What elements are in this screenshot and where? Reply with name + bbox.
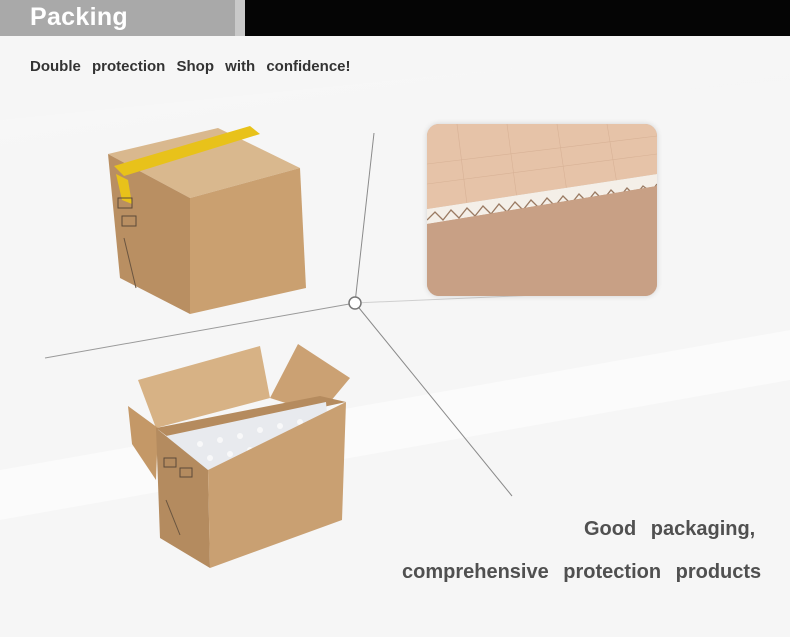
box-print-text <box>123 237 137 289</box>
bubble-wrap <box>166 402 330 478</box>
cardboard-flute <box>427 174 657 224</box>
box-flap <box>270 344 350 414</box>
subtitle: Double protection Shop with confidence! <box>30 58 351 75</box>
divider-line <box>354 302 513 497</box>
box-print-icon <box>121 215 137 227</box>
light-streak <box>0 40 790 160</box>
box-print-icon <box>163 457 177 468</box>
box-front <box>208 402 346 568</box>
header-bar-right <box>245 0 790 36</box>
open-box-photo <box>128 344 350 568</box>
box-side <box>156 428 210 568</box>
light-streak <box>0 330 790 520</box>
corrugated-cardboard-photo <box>427 124 657 296</box>
tape <box>114 126 260 176</box>
page-title: Packing <box>30 3 128 31</box>
box-flap <box>128 406 158 480</box>
tape <box>116 174 132 204</box>
box-print-icon <box>117 197 133 209</box>
divider-line <box>44 302 356 359</box>
divider-line <box>354 132 375 304</box>
header-bar-left <box>0 0 235 36</box>
caption-line-1: Good packaging, <box>584 518 756 540</box>
box-front <box>190 168 306 314</box>
box-print-icon <box>179 467 193 478</box>
header-bar-gap <box>235 0 245 36</box>
caption-line-2: comprehensive protection products <box>402 561 762 583</box>
box-top <box>108 128 300 198</box>
box-print-text <box>165 499 181 536</box>
center-circle-icon <box>348 296 362 310</box>
box-flap <box>138 346 270 428</box>
cardboard-top-layer <box>427 124 657 209</box>
closed-box-photo <box>108 126 306 314</box>
cardboard-bottom <box>427 186 657 296</box>
